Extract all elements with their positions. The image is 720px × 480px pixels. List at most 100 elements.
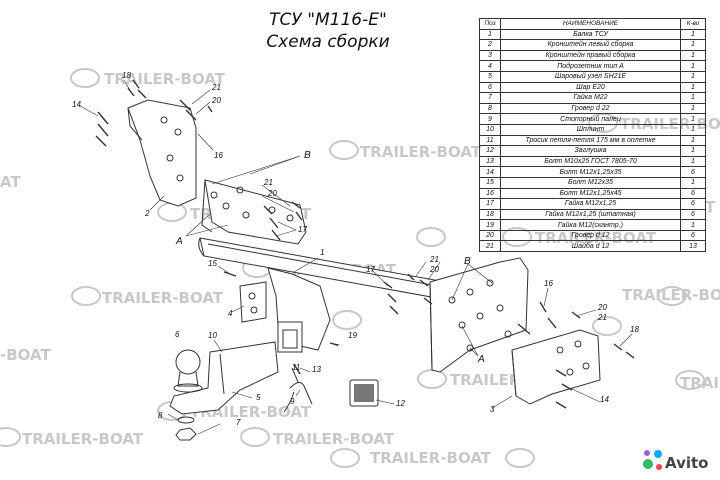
parts-table-header: Поз НАИМЕНОВАНИЕ К-во xyxy=(479,18,706,30)
callout: 7 xyxy=(236,418,241,427)
callout: 21 xyxy=(263,178,273,187)
watermark-text: TRAILER-BOAT xyxy=(104,70,226,88)
callout: 15 xyxy=(208,259,217,268)
callout: 20 xyxy=(267,189,277,198)
watermark-11 xyxy=(657,286,687,306)
avito-dot-green xyxy=(643,459,653,469)
header-pos: Поз xyxy=(479,18,501,30)
receiver-bracket xyxy=(267,267,331,353)
callout: 20 xyxy=(429,265,439,274)
cotter-pin xyxy=(291,367,299,383)
diagram-subtitle: Схема сборки xyxy=(266,32,390,52)
watermark-16: TRAILER-BOAT xyxy=(240,427,395,448)
row-pos: 2 xyxy=(479,39,501,51)
row-pos: 5 xyxy=(479,70,501,83)
row-qty: 1 xyxy=(680,145,706,157)
watermark-1: TRAILER-BOAT xyxy=(70,68,226,88)
watermark-17: TRAILER-BOAT xyxy=(0,427,144,448)
row-qty: 1 xyxy=(680,70,706,83)
row-pos: 3 xyxy=(479,49,501,62)
row-name: Балка ТСУ xyxy=(500,28,681,41)
row-qty: 1 xyxy=(680,123,706,136)
row-name: Шаровый узел SH21E xyxy=(500,70,681,83)
row-name: Шайба d 12 xyxy=(500,240,681,253)
row-name: Болт М10х25 ГОСТ 7805-70 xyxy=(500,155,681,168)
watermark-13 xyxy=(675,370,705,390)
callout: 16 xyxy=(544,279,553,288)
watermark-text: TRAILER-BOAT xyxy=(22,430,144,448)
callout-labels: 18 14 21 20 16 2 B 21 20 17 A 1 15 4 6 1… xyxy=(72,71,639,427)
left-beam-plate xyxy=(201,179,307,245)
row-qty: 6 xyxy=(680,166,706,178)
row-name: Кронштейн левый сборка xyxy=(500,39,681,51)
row-name: Стопорный палец xyxy=(500,113,681,125)
row-pos: 4 xyxy=(479,60,501,72)
watermark-edge-text: -BOAT xyxy=(0,346,51,364)
row-pos: 8 xyxy=(479,102,501,115)
callout: 21 xyxy=(429,255,439,264)
row-qty: 1 xyxy=(680,113,706,125)
plug-cap xyxy=(349,379,379,407)
watermark-edge-text: T xyxy=(705,198,716,216)
callout: 9 xyxy=(290,397,295,406)
watermark-14 xyxy=(416,227,446,247)
row-name: Гайка М12х1,25 xyxy=(500,198,681,210)
row-name: Гровер d 22 xyxy=(500,102,681,115)
row-qty: 1 xyxy=(680,102,706,115)
header-qty: К-во xyxy=(680,18,706,30)
watermark-12 xyxy=(592,316,622,336)
row-pos: 17 xyxy=(479,198,501,210)
callout: 19 xyxy=(348,331,357,340)
row-pos: 20 xyxy=(479,229,501,242)
avito-dot-red xyxy=(656,464,662,470)
watermark-2: TRAILER-BOAT xyxy=(329,140,482,161)
callout: 3 xyxy=(490,405,495,414)
watermark-text: TRAILER-BOAT xyxy=(102,289,224,307)
leader-lines xyxy=(79,79,633,435)
row-name: Гайка М12(скантр.) xyxy=(500,219,681,231)
row-pos: 19 xyxy=(479,219,501,231)
row-qty: 6 xyxy=(680,187,706,200)
row-qty: 1 xyxy=(680,28,706,41)
row-qty: 13 xyxy=(680,240,706,253)
diagram-title: ТСУ "M116-E" xyxy=(269,10,387,30)
avito-dot-purple xyxy=(644,450,650,456)
right-beam-plate xyxy=(429,257,529,373)
watermark-text: TRAILER-BOAT xyxy=(622,286,720,304)
callout: 6 xyxy=(175,330,180,339)
watermark-text: TRAILER-BOAT xyxy=(360,143,482,161)
row-name: Кронштейн правый сборка xyxy=(500,49,681,62)
header-name: НАИМЕНОВАНИЕ xyxy=(500,18,681,30)
callout: 17 xyxy=(366,265,375,274)
callout: 2 xyxy=(144,209,150,218)
ball-nut xyxy=(175,416,197,441)
row-name: Шплинт xyxy=(500,123,681,136)
row-qty: 1 xyxy=(680,39,706,51)
callout: 13 xyxy=(312,365,321,374)
watermark-5: TRAILER-BOAT xyxy=(71,286,224,307)
row-pos: 1 xyxy=(479,28,501,41)
row-qty: 1 xyxy=(680,49,706,62)
callout: 20 xyxy=(211,96,221,105)
row-pos: 9 xyxy=(479,113,501,125)
row-name: Тросик петля-петля 175 мм в оплетке xyxy=(500,134,681,147)
row-name: Гайка М12х1,25 (штатная) xyxy=(500,208,681,221)
row-name: Болт М12х35 xyxy=(500,176,681,189)
callout: B xyxy=(304,150,311,161)
